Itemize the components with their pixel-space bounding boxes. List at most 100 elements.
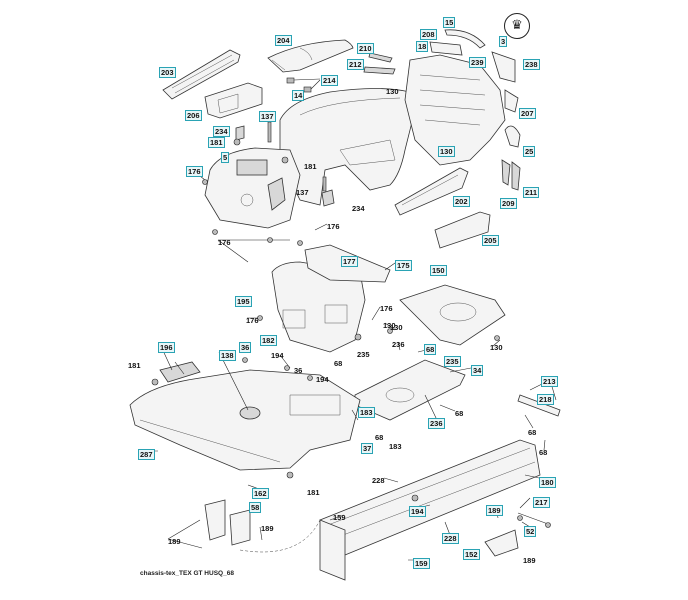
part-callout-181: 181 [128, 361, 141, 370]
part-callout-234: 234 [352, 204, 365, 213]
part-15-208-trim [429, 29, 486, 56]
part-callout-238[interactable]: 238 [523, 59, 540, 70]
part-callout-218[interactable]: 218 [537, 394, 554, 405]
part-callout-3[interactable]: 3 [499, 36, 508, 47]
part-callout-236: 236 [392, 340, 405, 349]
part-18-rear-panel [404, 54, 506, 166]
part-callout-235[interactable]: 235 [444, 356, 461, 367]
part-callout-189: 189 [261, 524, 274, 533]
part-37-fender-deck [129, 369, 361, 471]
part-214-clips [286, 77, 321, 93]
part-203-grille-strip [162, 49, 241, 100]
part-callout-68[interactable]: 68 [424, 344, 437, 355]
part-callout-189: 189 [523, 556, 536, 565]
part-callout-217[interactable]: 217 [533, 497, 550, 508]
part-210-212-strips [363, 52, 396, 75]
part-callout-130: 130 [383, 321, 396, 330]
part-callout-181[interactable]: 181 [208, 137, 225, 148]
hardware-fasteners [151, 179, 551, 528]
part-callout-36[interactable]: 36 [239, 342, 252, 353]
part-callout-211[interactable]: 211 [523, 187, 540, 198]
part-callout-175[interactable]: 175 [395, 260, 412, 271]
part-callout-177[interactable]: 177 [341, 256, 358, 267]
husqvarna-crown-icon: ♛ [504, 13, 530, 39]
part-callout-150[interactable]: 150 [430, 265, 447, 276]
part-callout-130: 130 [386, 87, 399, 96]
leader-lines [148, 167, 557, 561]
part-callout-208[interactable]: 208 [420, 29, 437, 40]
part-callout-68: 68 [375, 433, 384, 442]
part-58-bracket [204, 499, 251, 546]
part-196-cover [159, 361, 201, 383]
part-callout-36: 36 [294, 366, 303, 375]
part-137-234-pieces [233, 121, 335, 207]
part-callout-206[interactable]: 206 [185, 110, 202, 121]
part-callout-195[interactable]: 195 [235, 296, 252, 307]
part-callout-18[interactable]: 18 [416, 41, 429, 52]
part-callout-214[interactable]: 214 [321, 75, 338, 86]
part-callout-228: 228 [372, 476, 385, 485]
part-callout-68: 68 [334, 359, 343, 368]
diagram-caption: chassis-tex_TEX GT HUSQ_68 [140, 570, 234, 577]
part-callout-159[interactable]: 159 [413, 558, 430, 569]
part-callout-196[interactable]: 196 [158, 342, 175, 353]
part-callout-5[interactable]: 5 [221, 152, 230, 163]
part-238-207-25-side-pieces [491, 51, 521, 148]
part-callout-202[interactable]: 202 [453, 196, 470, 207]
part-180-frame [319, 439, 541, 581]
part-callout-234[interactable]: 234 [213, 126, 230, 137]
part-callout-235: 235 [357, 350, 370, 359]
part-204-cover [267, 39, 354, 73]
part-callout-15[interactable]: 15 [443, 17, 456, 28]
part-callout-25[interactable]: 25 [523, 146, 536, 157]
part-callout-213[interactable]: 213 [541, 376, 558, 387]
part-callout-52[interactable]: 52 [524, 526, 537, 537]
part-callout-137: 137 [296, 188, 309, 197]
part-callout-204[interactable]: 204 [275, 35, 292, 46]
part-callout-138[interactable]: 138 [219, 350, 236, 361]
part-callout-37[interactable]: 37 [361, 443, 374, 454]
part-callout-176[interactable]: 176 [186, 166, 203, 177]
part-202-lower-grille [394, 167, 469, 216]
part-callout-228[interactable]: 228 [442, 533, 459, 544]
part-callout-130[interactable]: 130 [438, 146, 455, 157]
part-206-panel [204, 82, 263, 119]
part-callout-205[interactable]: 205 [482, 235, 499, 246]
part-callout-203[interactable]: 203 [159, 67, 176, 78]
part-callout-34[interactable]: 34 [471, 365, 484, 376]
part-5-dashboard [204, 147, 301, 229]
part-callout-180[interactable]: 180 [539, 477, 556, 488]
part-callout-152[interactable]: 152 [463, 549, 480, 560]
part-callout-183[interactable]: 183 [358, 407, 375, 418]
part-callout-194[interactable]: 194 [409, 506, 426, 517]
part-callout-287[interactable]: 287 [138, 449, 155, 460]
part-callout-176: 176 [380, 304, 393, 313]
part-218-bracket [517, 394, 561, 417]
part-callout-183: 183 [389, 442, 402, 451]
part-205-panel [434, 211, 491, 249]
part-callout-176: 176 [327, 222, 340, 231]
part-callout-236[interactable]: 236 [428, 418, 445, 429]
part-callout-207[interactable]: 207 [519, 108, 536, 119]
part-callout-14[interactable]: 14 [292, 90, 305, 101]
part-150-shroud [399, 284, 506, 346]
part-182-front-bracket [271, 261, 366, 353]
part-callout-209[interactable]: 209 [500, 198, 517, 209]
part-callout-194: 194 [316, 375, 329, 384]
part-callout-68: 68 [528, 428, 537, 437]
part-callout-210[interactable]: 210 [357, 43, 374, 54]
part-callout-182[interactable]: 182 [260, 335, 277, 346]
part-callout-58[interactable]: 58 [249, 502, 262, 513]
part-callout-181: 181 [304, 162, 317, 171]
part-callout-137[interactable]: 137 [259, 111, 276, 122]
part-callout-68: 68 [539, 448, 548, 457]
part-callout-239[interactable]: 239 [469, 57, 486, 68]
part-callout-181: 181 [307, 488, 320, 497]
part-callout-162[interactable]: 162 [252, 488, 269, 499]
part-callout-176: 176 [246, 316, 259, 325]
part-callout-194: 194 [271, 351, 284, 360]
part-callout-212[interactable]: 212 [347, 59, 364, 70]
part-callout-189[interactable]: 189 [486, 505, 503, 516]
part-209-211-pieces [501, 159, 521, 191]
